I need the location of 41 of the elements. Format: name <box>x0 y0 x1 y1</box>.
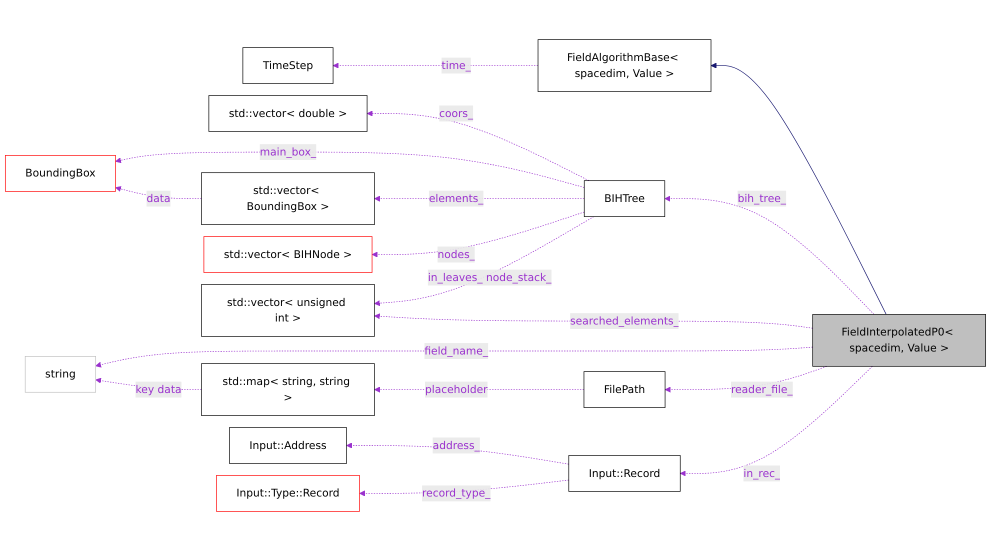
edge-label: address_ <box>432 438 480 452</box>
node-box: std::vector< unsigned int > <box>201 284 375 337</box>
edge-label: data <box>146 192 171 205</box>
node-box: FieldAlgorithmBase< spacedim, Value > <box>538 39 712 92</box>
edge-label: key data <box>136 382 182 396</box>
arrow <box>332 62 538 69</box>
node-box: Input::Type::Record <box>216 475 360 512</box>
arrow <box>366 110 590 182</box>
edge-label: searched_elements_ <box>570 314 679 328</box>
edge-label: bih_tree_ <box>738 192 786 205</box>
node-box: std::vector< BIHNode > <box>204 236 372 273</box>
node-box: std::vector< double > <box>208 95 368 132</box>
arrow <box>115 186 202 199</box>
edge-label: coors_ <box>439 106 474 120</box>
node-box: FilePath <box>584 371 666 408</box>
edge-label: nodes_ <box>438 248 475 261</box>
arrow <box>95 346 814 368</box>
edge-label: field_name_ <box>424 344 488 358</box>
arrow <box>710 62 887 315</box>
node-box: TimeStep <box>242 47 334 84</box>
node-box: BIHTree <box>584 180 666 217</box>
edge-label: in_rec_ <box>743 466 780 480</box>
arrow <box>664 196 874 315</box>
edge-label: in_leaves_ node_stack_ <box>428 270 552 284</box>
arrow <box>680 366 873 476</box>
edge-label: placeholder <box>424 382 488 396</box>
edge-label: record_type_ <box>422 486 490 500</box>
node-box: BoundingBox <box>5 155 116 192</box>
edge-label: time_ <box>442 58 471 72</box>
node-box: FieldInterpolatedP0< spacedim, Value > <box>812 314 986 367</box>
edge-label: elements_ <box>428 192 484 205</box>
node-box: std::map< string, string > <box>201 363 375 416</box>
arrow <box>372 212 585 258</box>
arrow <box>374 216 594 306</box>
arrow <box>115 152 585 188</box>
node-box: Input::Address <box>229 427 347 464</box>
node-box: Input::Record <box>568 455 681 492</box>
edge-label: main_box_ <box>260 145 316 158</box>
node-box: std::vector< BoundingBox > <box>201 172 375 225</box>
edge-label: reader_file_ <box>730 382 793 396</box>
node-box: string <box>24 356 96 393</box>
